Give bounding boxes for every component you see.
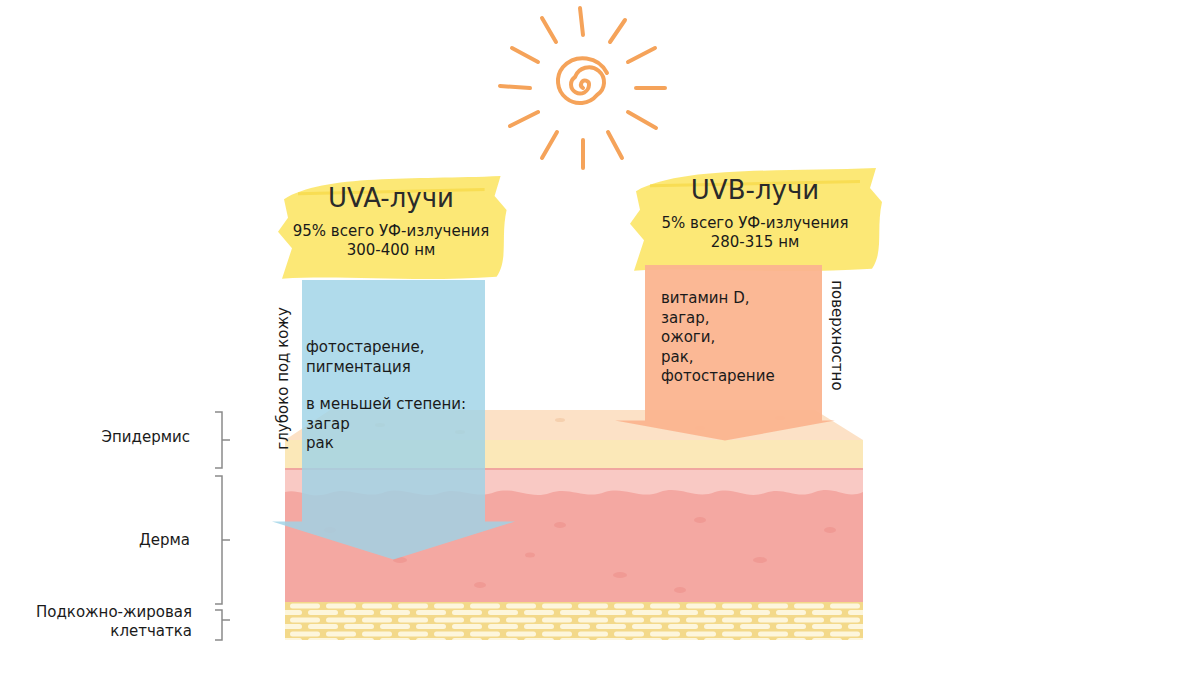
ray-text: 5% всего УФ-излучения [630, 214, 880, 234]
uva-arrow: фотостарение, пигментация в меньшей степе… [272, 280, 515, 560]
ray-text: рак, [661, 348, 831, 368]
layer-name: Дерма [139, 531, 190, 550]
ray-text: ожоги, [661, 328, 831, 348]
uvb-arrow: витамин D,загар,ожоги,рак,фотостарение [615, 265, 835, 441]
depth-note: поверхностно [827, 280, 846, 390]
layer-name: Эпидермис [102, 428, 190, 447]
depth-note: глубоко под кожу [274, 307, 293, 450]
ray-text: витамин D, [661, 289, 831, 309]
ray-text: фотостарение, пигментация [306, 338, 484, 377]
layer-brackets [215, 412, 230, 640]
ray-title: UVA-лучи [278, 182, 505, 216]
ray-text: загар, [661, 309, 831, 329]
text-group: UVA-лучи 95% всего УФ-излучения300-400 нм [278, 172, 505, 261]
ray-text: в меньшей степени: [306, 395, 484, 415]
uvb-label: UVB-лучи 5% всего УФ-излучения280-315 нм [630, 164, 880, 273]
ray-text: 280-315 нм [630, 233, 880, 253]
sun [500, 8, 665, 168]
text-group: фотостарение, пигментация в меньшей степе… [272, 280, 484, 454]
ray-text: рак [306, 434, 484, 454]
ray-text: 300-400 нм [278, 241, 505, 261]
layer-name: Подкожно-жировая клетчатка [2, 603, 192, 641]
ray-text: фотостарение [661, 367, 831, 387]
ray-title: UVB-лучи [630, 174, 880, 208]
uva-label: UVA-лучи 95% всего УФ-излучения300-400 нм [278, 172, 505, 281]
text-group: UVB-лучи 5% всего УФ-излучения280-315 нм [630, 164, 880, 253]
ray-text: загар [306, 415, 484, 435]
ray-text: 95% всего УФ-излучения [278, 222, 505, 242]
text-group: витамин D,загар,ожоги,рак,фотостарение [615, 265, 831, 387]
